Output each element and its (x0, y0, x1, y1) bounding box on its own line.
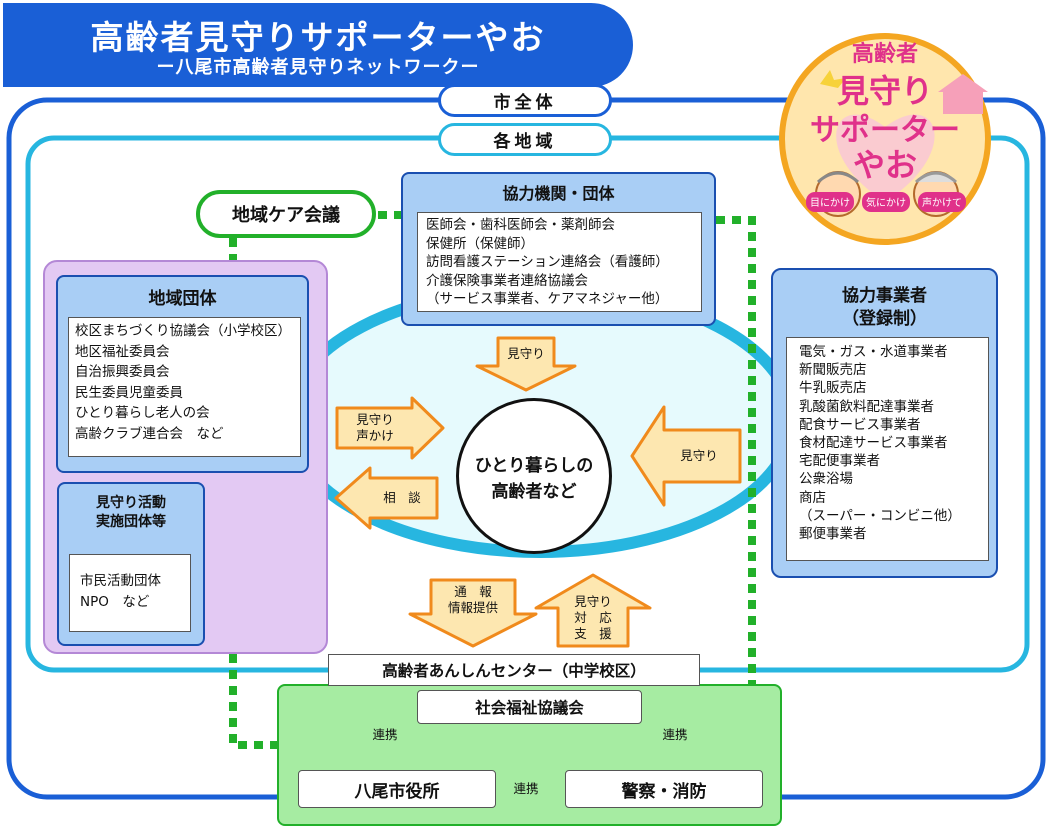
arrow-label-report: 通 報 情報提供 (431, 584, 515, 618)
arrow-label-line: 見守り (356, 412, 394, 427)
arrow-left-icon (334, 466, 439, 530)
list-item: 商店 (799, 489, 826, 506)
list-item: 牛乳販売店 (799, 380, 867, 397)
elderly-circle-line1: ひとり暮らしの (474, 455, 594, 476)
arrow-label-consult: 相 談 (383, 490, 421, 505)
area-label: 各地域 (438, 123, 612, 156)
partner-organizations-panel: 協力機関・団体 医師会・歯科医師会・薬剤師会 保健所（保健師） 訪問看護ステーシ… (401, 172, 716, 326)
list-item: 校区まちづくり協議会（小学校区） (75, 323, 291, 339)
arrow-right-icon (335, 396, 445, 460)
community-groups-panel: 地域団体 校区まちづくり協議会（小学校区） 地区福祉委員会 自治振興委員会 民生… (56, 275, 309, 473)
watch-groups-list: 市民活動団体 NPO など (69, 554, 191, 632)
link-label: 連携 (513, 780, 539, 796)
arrow-label-line: 対 応 (574, 610, 612, 625)
arrow-label-line: 見守り (574, 594, 612, 609)
list-item: 民生委員児童委員 (75, 384, 183, 401)
link-label: 連携 (372, 726, 398, 742)
list-item: 地区福祉委員会 (75, 343, 170, 360)
logo-tag: 目にかけ (806, 192, 854, 212)
police-fire-box: 警察・消防 (565, 770, 763, 808)
partner-businesses-title-line1: 協力事業者 (842, 285, 927, 306)
page-subtitle: ー八尾市高齢者見守りネットワークー (156, 57, 480, 78)
list-item: NPO など (80, 594, 150, 610)
elderly-living-alone-circle: ひとり暮らしの 高齢者など (456, 398, 612, 554)
partner-businesses-panel: 協力事業者 （登録制） 電気・ガス・水道事業者 新聞販売店 牛乳販売店 乳酸菌飲… (771, 268, 998, 578)
logo-text-line3: サポーター (810, 113, 960, 148)
list-item: 医師会・歯科医師会・薬剤師会 (426, 217, 615, 233)
list-item: 市民活動団体 (80, 573, 161, 589)
logo-tag: 声かけて (918, 192, 966, 212)
arrow-left-icon (630, 405, 742, 507)
logo-tags: 目にかけ 気にかけ 声かけて (806, 192, 966, 212)
arrow-label-watch-top: 見守り (507, 346, 545, 361)
link-label: 連携 (662, 726, 688, 742)
arrow-label-watch-call: 見守り 声かけ (340, 412, 410, 446)
partner-orgs-right-connector (716, 216, 756, 690)
watch-groups-title-line1: 見守り活動 (96, 495, 166, 511)
list-item: 食材配達サービス事業者 (799, 435, 948, 452)
list-item: 新聞販売店 (799, 362, 867, 379)
arrow-label-line: 声かけ (356, 428, 394, 443)
logo-text-line1: 高齢者 (851, 42, 918, 67)
list-item: 自治振興委員会 (75, 364, 170, 380)
partner-businesses-title-line2: （登録制） (842, 308, 927, 329)
mascot-logo: 高齢者 見守り サポーター やお 目にかけ 気にかけ 声かけて (778, 32, 992, 246)
list-item: （スーパー・コンビニ他） (799, 507, 961, 524)
watch-groups-title-line2: 実施団体等 (96, 514, 166, 530)
list-item: 訪問看護ステーション連絡会（看護師） (426, 254, 669, 270)
page-title: 高齢者見守りサポーターやお (90, 18, 546, 57)
yao-city-hall-box: 八尾市役所 (298, 770, 496, 808)
arrow-up-icon (534, 573, 652, 648)
list-item: 郵便事業者 (799, 526, 867, 543)
city-wide-label: 市全体 (438, 84, 612, 117)
partner-organizations-title: 協力機関・団体 (502, 184, 615, 203)
community-groups-list: 校区まちづくり協議会（小学校区） 地区福祉委員会 自治振興委員会 民生委員児童委… (68, 317, 301, 457)
arrow-label-watch-right: 見守り (680, 448, 718, 463)
logo-text-line4: やお (852, 146, 917, 184)
arrow-label-line: 支 援 (574, 626, 612, 641)
logo-tag: 気にかけ (862, 192, 910, 212)
social-welfare-council-box: 社会福祉協議会 (417, 690, 642, 724)
mascot-logo-badge-icon (779, 33, 991, 245)
list-item: 配食サービス事業者 (799, 416, 921, 433)
watch-groups-panel: 見守り活動 実施団体等 市民活動団体 NPO など (57, 482, 205, 646)
partner-organizations-list: 医師会・歯科医師会・薬剤師会 保健所（保健師） 訪問看護ステーション連絡会（看護… (417, 212, 702, 312)
list-item: 乳酸菌飲料配達事業者 (799, 398, 934, 415)
arrow-down-icon (408, 578, 538, 648)
community-groups-title: 地域団体 (148, 288, 217, 309)
title-banner: 高齢者見守りサポーターやお ー八尾市高齢者見守りネットワークー (3, 3, 633, 87)
elderly-circle-line2: 高齢者など (491, 481, 577, 502)
list-item: ひとり暮らし老人の会 (75, 405, 210, 421)
list-item: （サービス事業者、ケアマネジャー他） (426, 291, 669, 307)
arrow-label-line: 通 報 (454, 584, 492, 599)
list-item: 保健所（保健師） (426, 235, 534, 252)
list-item: 宅配便事業者 (799, 453, 880, 470)
partner-businesses-list: 電気・ガス・水道事業者 新聞販売店 牛乳販売店 乳酸菌飲料配達事業者 配食サービ… (786, 337, 989, 561)
community-care-meeting: 地域ケア会議 (196, 190, 376, 238)
list-item: 電気・ガス・水道事業者 (799, 344, 948, 360)
anshin-center-label: 高齢者あんしんセンター（中学校区） (328, 654, 700, 686)
list-item: 公衆浴場 (799, 471, 853, 488)
logo-text-line2: 見守り (836, 72, 933, 110)
list-item: 高齢クラブ連合会 など (75, 425, 224, 442)
list-item: 介護保険事業者連絡協議会 (426, 272, 588, 289)
arrow-down-icon (475, 336, 577, 392)
arrow-label-support: 見守り 対 応 支 援 (558, 594, 628, 644)
arrow-label-line: 情報提供 (447, 600, 498, 615)
